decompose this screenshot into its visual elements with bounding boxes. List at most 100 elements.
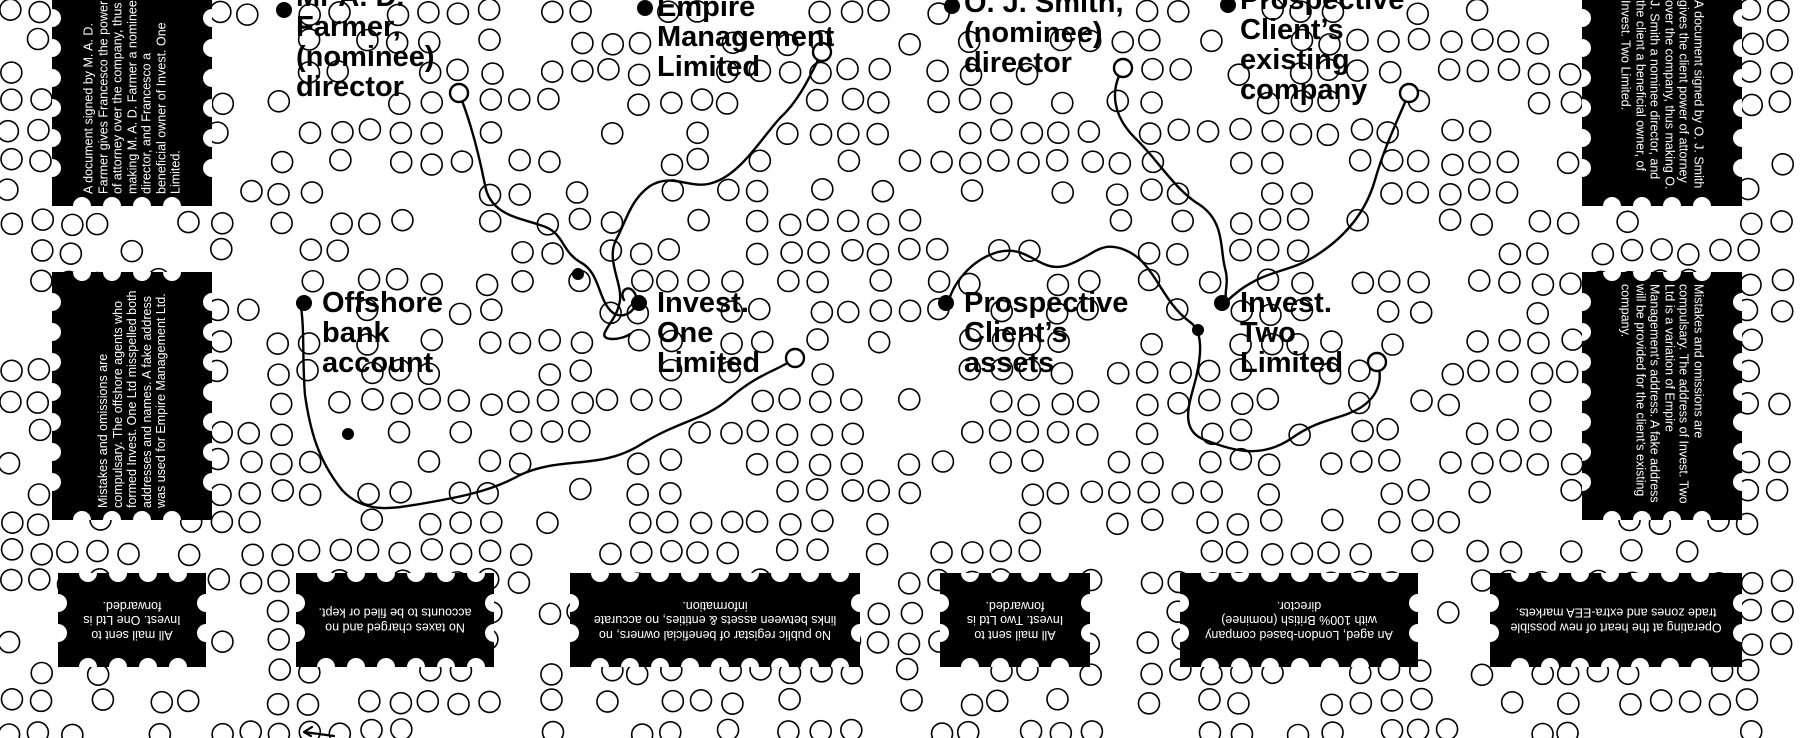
bg-circle (1256, 238, 1280, 262)
bg-circle (357, 268, 381, 291)
bg-circle (0, 147, 23, 171)
bg-circle (326, 239, 350, 262)
bg-circle (745, 510, 769, 533)
perforation-hole (1582, 67, 1593, 89)
node-label-line: account (322, 347, 434, 379)
node-label: O. J. Smith, (nominee) director (964, 0, 1124, 78)
bg-circle (600, 122, 624, 145)
bg-circle (1108, 481, 1131, 504)
bg-circle (1260, 543, 1284, 566)
bg-circle (209, 237, 233, 261)
bg-circle (508, 148, 531, 172)
bg-circle (1499, 540, 1523, 564)
perforation-hole (465, 573, 487, 584)
bg-circle (418, 512, 442, 536)
bg-circle (571, 31, 594, 55)
bg-circle (811, 177, 834, 201)
bg-circle (1049, 721, 1073, 738)
perforation-hole (52, 291, 63, 313)
bg-circle (507, 390, 530, 414)
perforation-hole (201, 37, 212, 59)
bg-circle (0, 88, 23, 111)
bg-circle (1350, 450, 1373, 473)
bg-circle (897, 388, 921, 411)
perforation-hole (101, 272, 123, 283)
bg-circle (1441, 118, 1464, 142)
bg-circle (1198, 450, 1222, 474)
bg-circle (328, 390, 351, 414)
bg-circle (1169, 361, 1192, 385)
perforation-hole (201, 351, 212, 373)
bg-circle (867, 330, 891, 354)
bg-circle (478, 449, 502, 473)
bg-circle (27, 358, 51, 381)
bg-circle (1740, 212, 1763, 236)
bg-circle (568, 419, 591, 443)
bg-circle (660, 539, 683, 563)
bg-circle (930, 541, 953, 564)
bg-circle (240, 179, 263, 203)
bg-circle (1739, 598, 1763, 622)
bg-circle (1017, 393, 1040, 417)
bg-circle (808, 453, 832, 477)
node-invest-two-limited: Invest. Two Limited (1214, 288, 1343, 378)
bg-circle (1440, 30, 1463, 54)
bg-circle (600, 211, 624, 234)
perforation-hole (1661, 509, 1683, 520)
perforation-hole (435, 573, 457, 584)
bg-circle (270, 150, 294, 174)
bg-circle (657, 0, 680, 24)
bg-circle (298, 121, 322, 145)
bg-circle (1318, 33, 1341, 56)
perforation-hole (1731, 37, 1742, 59)
bg-circle (296, 693, 320, 716)
bg-circle (449, 511, 472, 534)
bg-circle (1770, 299, 1794, 323)
bg-circle (1286, 239, 1310, 262)
card-no-public-register: No public registar of beneficial owners,… (570, 573, 860, 667)
bg-circle (806, 270, 829, 294)
perforation-hole (167, 656, 189, 667)
bg-circle (511, 270, 534, 293)
card-text: No public registar of beneficial owners,… (593, 598, 837, 642)
perforation-hole (1629, 573, 1651, 584)
bg-circle (1229, 117, 1252, 141)
perforation-hole (52, 381, 63, 403)
bg-circle (1229, 238, 1252, 262)
perforation-hole (161, 272, 183, 283)
bg-circle (1769, 632, 1793, 656)
bg-circle (1350, 118, 1374, 141)
bg-circle (686, 147, 710, 171)
bg-circle (897, 632, 921, 656)
perforation-hole (739, 573, 761, 584)
bg-circle (1046, 482, 1070, 505)
bg-circle (806, 538, 829, 562)
card-mistakes-invest-two: Mistakes and omissions are compulsary. T… (1582, 272, 1742, 520)
bg-circle (1441, 153, 1464, 177)
bg-circle (715, 92, 739, 115)
bg-circle (28, 0, 51, 24)
bg-circle (1046, 420, 1070, 444)
bg-circle (1050, 91, 1074, 115)
perforation-hole (77, 656, 99, 667)
perforation-hole (829, 656, 851, 667)
bg-circle (841, 479, 864, 502)
bg-circle (1256, 387, 1280, 411)
bg-circle (1438, 208, 1462, 232)
perforation-hole (1661, 195, 1683, 206)
bg-circle (1077, 120, 1101, 143)
bg-circle (629, 541, 653, 564)
bg-circle (239, 720, 262, 738)
bg-circle (746, 419, 770, 443)
node-label-line: Client’s (1240, 14, 1344, 46)
perforation-hole (1582, 291, 1593, 313)
bg-circle (751, 389, 774, 413)
bg-circle (898, 237, 921, 261)
bg-circle (538, 602, 562, 626)
node-label-line: Limited (657, 347, 761, 379)
bg-circle (658, 720, 682, 738)
bg-circle (1140, 332, 1163, 356)
bg-circle (1740, 328, 1764, 352)
bg-circle (897, 453, 921, 476)
bg-circle (26, 513, 50, 536)
